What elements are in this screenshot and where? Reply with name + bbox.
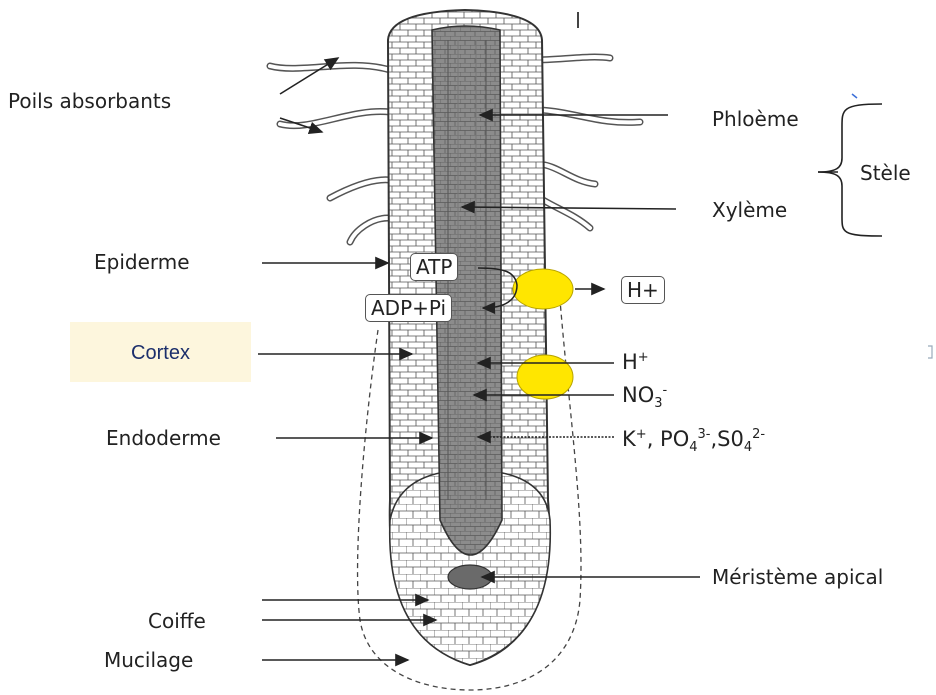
label-poils-absorbants: Poils absorbants: [8, 91, 171, 111]
label-epiderme: Epiderme: [94, 252, 190, 272]
label-phloeme: Phloème: [712, 109, 799, 129]
nitrate-symporter: [517, 355, 573, 399]
label-xyleme: Xylème: [712, 200, 787, 220]
label-meristeme-apical: Méristème apical: [712, 567, 883, 587]
label-coiffe: Coiffe: [148, 611, 206, 631]
label-h-plus: H+: [622, 351, 649, 373]
label-ions-list: K+, PO43-,S042-: [622, 428, 765, 454]
label-mucilage: Mucilage: [104, 650, 193, 670]
label-stele: Stèle: [860, 163, 911, 183]
poils-arrow-1: [280, 58, 338, 94]
label-cortex: Cortex: [70, 342, 251, 365]
label-nitrate: NO3-: [622, 384, 667, 410]
cortex-label-box: Cortex: [70, 322, 251, 382]
proton-pump: [513, 269, 573, 309]
stele: [432, 26, 502, 555]
label-endoderme: Endoderme: [106, 428, 221, 448]
atp-box: ATP: [410, 253, 458, 281]
h-plus-box: H+: [621, 276, 665, 304]
adp-pi-box: ADP+Pi: [365, 294, 452, 322]
